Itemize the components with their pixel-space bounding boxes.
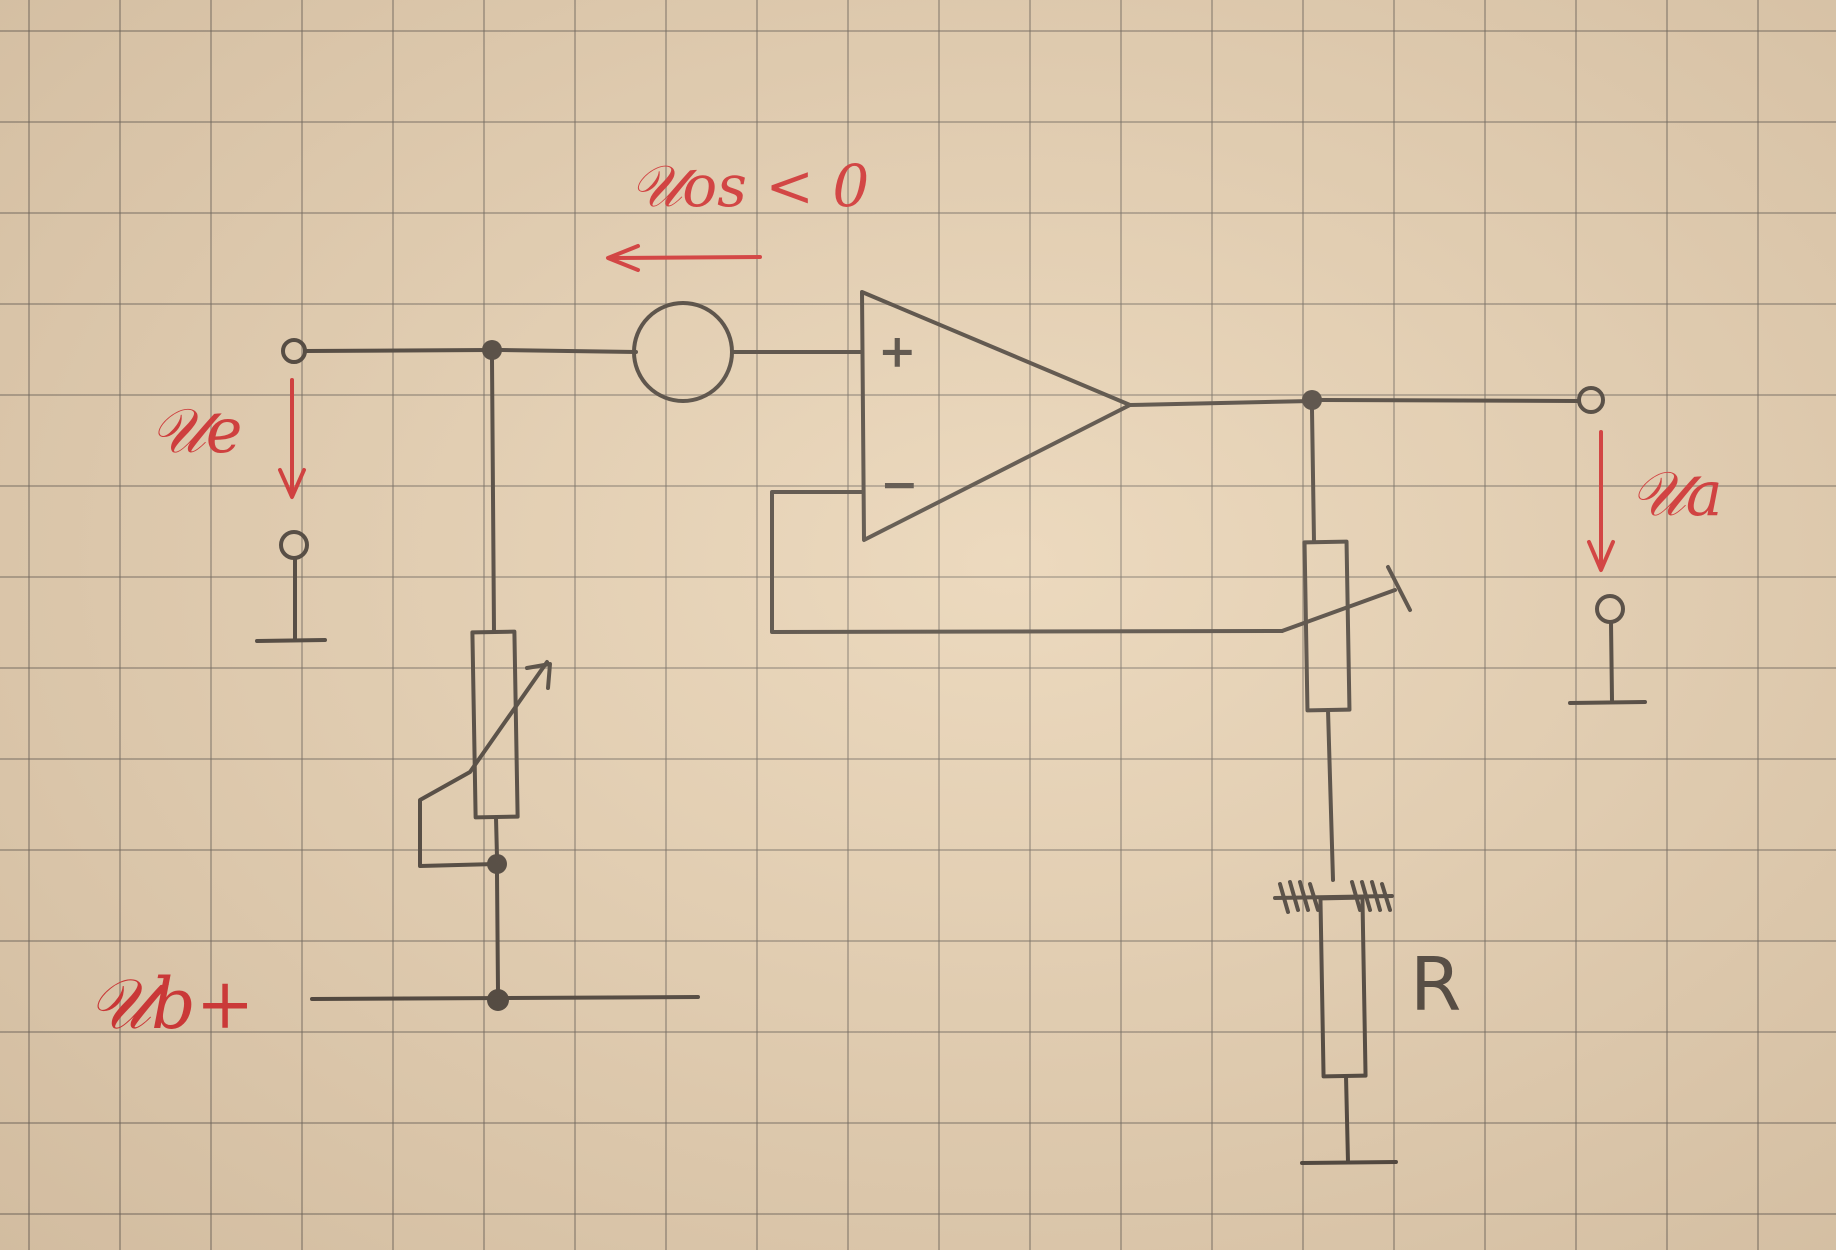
resistor-ground-stub — [1344, 1074, 1350, 1164]
variable-resistor-arrowhead — [525, 662, 552, 690]
rheostat-wiper — [418, 660, 549, 868]
output-ground-bar — [1568, 700, 1647, 705]
resistor-label: R — [1410, 942, 1461, 1028]
junction-node-output — [1302, 390, 1322, 410]
output-rail — [1320, 398, 1580, 403]
offset-voltage-arrowhead — [606, 244, 640, 272]
supply-rail — [310, 995, 700, 1001]
input-terminal-top — [281, 338, 307, 364]
offset-voltage-arrow — [610, 255, 762, 260]
input-voltage-arrowhead — [278, 468, 306, 499]
potentiometer-wiper — [1280, 588, 1397, 633]
output-voltage-label: 𝒰a — [1630, 457, 1723, 530]
left-branch-wire-top — [490, 358, 496, 634]
potentiometer — [1302, 539, 1352, 713]
variable-resistor-left — [470, 629, 520, 820]
input-voltage-label: 𝒰e — [150, 394, 243, 467]
output-ground-stub — [1609, 620, 1614, 702]
left-branch-wire-bottom — [495, 872, 500, 993]
resistor-r — [1318, 895, 1368, 1079]
junction-node-rheostat — [487, 854, 507, 874]
feedback-wire — [770, 490, 1284, 634]
supply-voltage-label: 𝒰b+ — [88, 963, 254, 1045]
input-terminal-bottom — [279, 530, 309, 560]
junction-node-input — [482, 340, 502, 360]
offset-voltage-source — [632, 301, 734, 403]
offset-voltage-label: 𝒰os < 0 — [630, 152, 869, 220]
left-branch-wire-mid — [494, 816, 499, 859]
potentiometer-wiper-tab — [1386, 565, 1412, 612]
resistor-contact-hatch-left — [1278, 880, 1320, 914]
output-branch-wire-top — [1310, 408, 1316, 544]
top-rail-wire-mid — [500, 348, 638, 354]
input-ground-bar — [255, 638, 327, 643]
top-rail-wire-left — [303, 348, 492, 353]
op-amp-plus-label: + — [878, 324, 917, 378]
output-wire — [1128, 399, 1314, 407]
output-terminal-bottom — [1595, 594, 1625, 624]
output-terminal-top — [1577, 386, 1605, 414]
op-amp-minus-label: − — [880, 457, 919, 511]
output-voltage-arrowhead — [1587, 540, 1615, 572]
op-amp-symbol — [860, 290, 1132, 542]
output-branch-wire-mid — [1326, 708, 1335, 882]
resistor-ground-bar — [1300, 1160, 1398, 1165]
